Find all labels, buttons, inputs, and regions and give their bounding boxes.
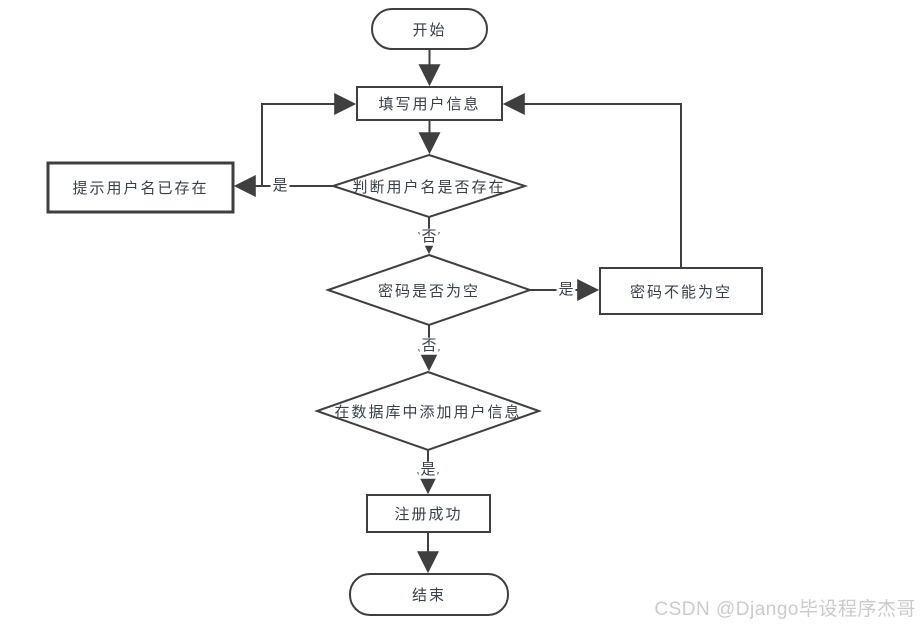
node-username-exists: 提示用户名已存在 xyxy=(72,181,209,197)
start-terminator-shape xyxy=(371,8,488,50)
check-password-diamond-shape xyxy=(324,253,534,327)
register-success-shape xyxy=(366,494,491,533)
check-username-diamond-shape xyxy=(329,153,529,219)
add-to-database-diamond-shape xyxy=(313,370,543,452)
node-end: 结束 xyxy=(411,588,446,604)
edge-label-password-yes: 是 xyxy=(556,281,576,299)
end-terminator-shape xyxy=(349,573,509,616)
fill-user-info-shape xyxy=(356,86,503,121)
node-start: 开始 xyxy=(412,22,447,39)
edge-label-username-no: 否 xyxy=(419,228,439,246)
node-password-empty: 密码不能为空 xyxy=(629,284,732,301)
node-register-success: 注册成功 xyxy=(394,507,463,523)
password-empty-shape xyxy=(599,267,763,315)
csdn-watermark: CSDN @Django毕设程序杰哥 xyxy=(654,599,916,620)
username-exists-shape xyxy=(46,161,235,214)
edge-warning-back-to-fill xyxy=(261,93,357,186)
node-check-username: 判断用户名是否存在 xyxy=(352,179,506,196)
edge-password-back-to-fill xyxy=(502,93,682,268)
node-fill-user-info: 填写用户信息 xyxy=(378,97,481,113)
edge-label-database-yes: 是 xyxy=(418,461,438,479)
edge-label-password-no: 否 xyxy=(419,337,439,355)
edge-label-username-yes: 是 xyxy=(270,177,290,195)
node-check-password: 密码是否为空 xyxy=(377,283,480,300)
node-add-to-database: 在数据库中添加用户信息 xyxy=(334,404,522,421)
